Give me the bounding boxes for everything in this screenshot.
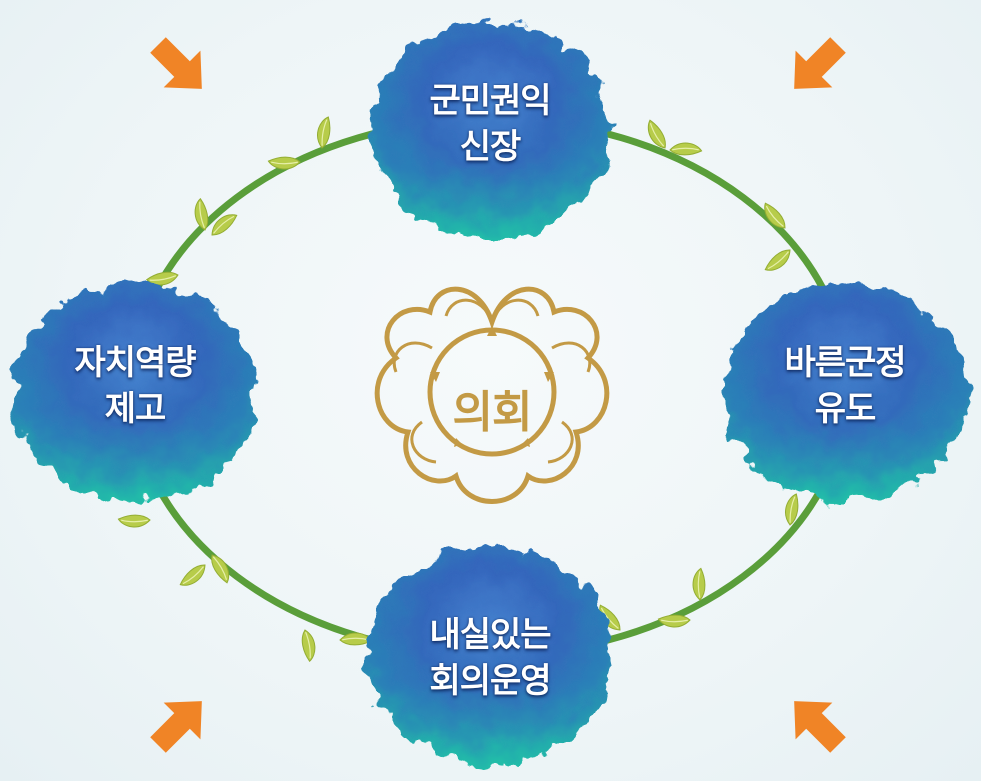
emblem-text: 의회: [452, 387, 533, 438]
node-top-line2: 신장: [459, 127, 522, 167]
node-left-line2: 제고: [104, 389, 167, 429]
blob-right: [723, 282, 967, 502]
node-right-line2: 유도: [814, 389, 877, 429]
blob-top: [370, 22, 610, 238]
blob-left: [13, 282, 257, 502]
arrow-top-left-icon: [139, 26, 221, 108]
arrow-bottom-left-icon: [139, 682, 221, 764]
node-bottom-label: 내실있는 회의운영: [410, 612, 570, 704]
node-top-label: 군민권익 신장: [410, 78, 570, 170]
node-left-line1: 자치역량: [74, 343, 196, 383]
node-bottom-line2: 회의운영: [429, 661, 551, 701]
arrow-bottom-right-icon: [775, 682, 857, 764]
node-left-label: 자치역량 제고: [55, 340, 215, 432]
council-emblem-icon: [374, 286, 610, 504]
node-top-line1: 군민권익: [429, 81, 551, 121]
arrow-top-right-icon: [775, 26, 857, 108]
node-right-line1: 바른군정: [784, 343, 906, 383]
blob-bottom: [368, 545, 612, 765]
node-bottom-line1: 내실있는: [429, 615, 551, 655]
node-right-label: 바른군정 유도: [765, 340, 925, 432]
